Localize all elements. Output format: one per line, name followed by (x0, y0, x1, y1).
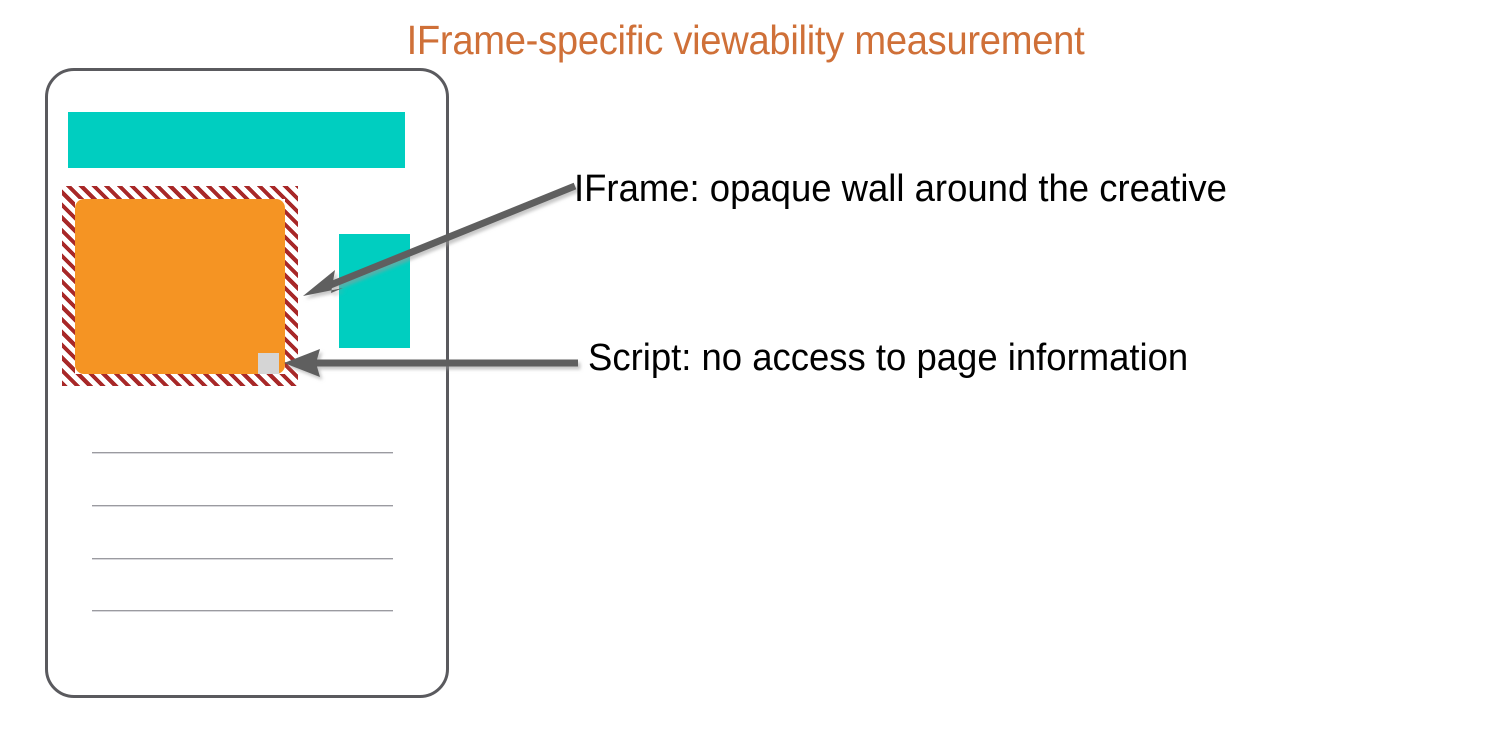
page-side-block (339, 234, 410, 348)
page-text-line (92, 505, 393, 506)
script-pixel-square (258, 353, 279, 374)
page-text-line (92, 452, 393, 453)
callout-label-iframe: IFrame: opaque wall around the creative (574, 168, 1227, 210)
page-text-line (92, 610, 393, 611)
callout-label-script: Script: no access to page information (588, 337, 1189, 379)
page-banner-block (68, 112, 405, 168)
page-text-line (92, 558, 393, 559)
page-title: IFrame-specific viewability measurement (406, 17, 1085, 63)
ad-creative-block (75, 199, 285, 374)
